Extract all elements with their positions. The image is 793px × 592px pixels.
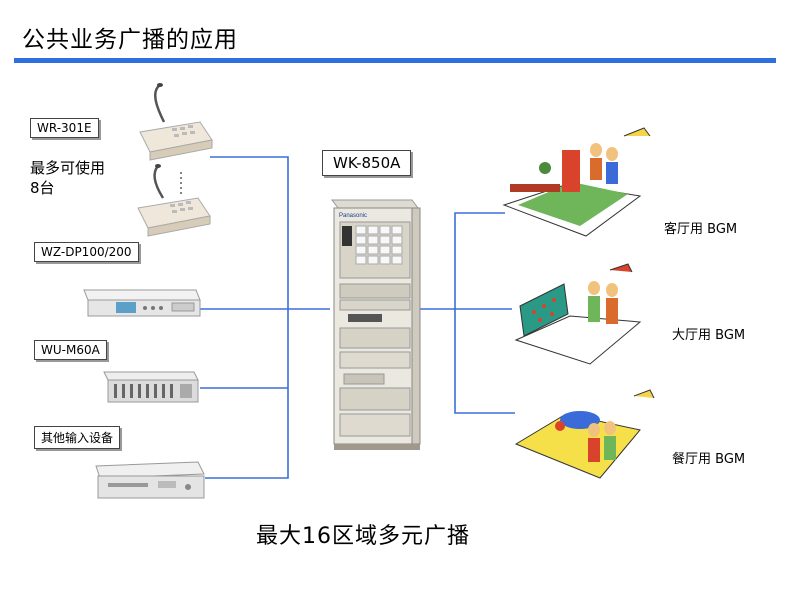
page-title: 公共业务广播的应用 [22,27,238,53]
paging-microphone-1 [139,83,213,161]
equipment-rack [331,199,421,450]
zone-label-living-room: 客厅用 BGM [664,222,738,237]
mic-model-label: WR-301E [30,118,99,138]
digital-processor-unit [83,289,201,317]
dp-model-label: WZ-DP100/200 [34,242,139,262]
mixer-unit [103,371,199,403]
paging-microphone-2 [137,164,211,237]
mixer-model-label: WU-M60A [34,340,107,360]
zone-bus-line [454,212,515,414]
rack-brand-logo: Panasonic [339,213,367,219]
other-input-label: 其他输入设备 [34,426,121,449]
zone-scene-living-room [502,127,651,237]
mic-count-note: 最多可使用8台 [30,159,106,197]
zone-label-dining: 餐厅用 BGM [672,452,746,467]
title-underline [14,58,776,63]
zone-scene-dining [514,389,655,479]
connection-lines [200,156,515,479]
rack-model-label: WK-850A [322,150,412,176]
footer-caption: 最大16区域多元广播 [256,524,470,549]
other-input-device [95,461,205,499]
zone-label-lobby: 大厅用 BGM [672,328,746,343]
input-bus-line [205,156,289,479]
zone-scene-lobby [514,263,642,365]
